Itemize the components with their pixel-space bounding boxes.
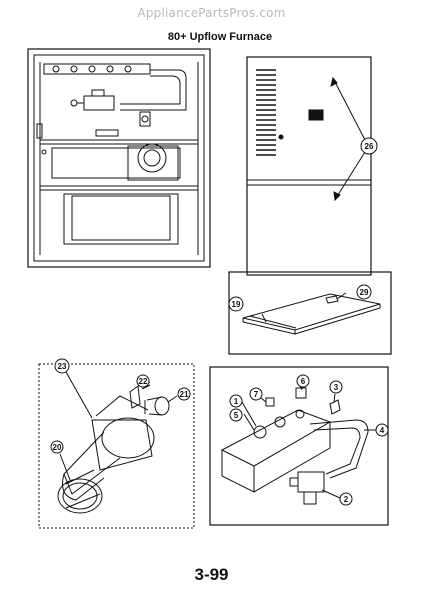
callout-circle-4: [375, 423, 389, 437]
callout-6: 6: [301, 377, 306, 386]
louver-vents: [256, 69, 276, 156]
callout-2: 2: [344, 495, 349, 504]
callout-20: 20: [53, 443, 62, 452]
callout-3: 3: [334, 383, 339, 392]
control-assembly-box: [209, 366, 389, 526]
callout-1: 1: [234, 397, 239, 406]
diagram-title: 80+ Upflow Furnace: [167, 31, 273, 43]
callout-5: 5: [234, 411, 239, 420]
callout-circle-2: [339, 492, 353, 506]
callout-circle-23: [54, 358, 70, 374]
callout-19: 19: [232, 300, 241, 309]
callout-circle-3: [329, 380, 343, 394]
callout-circle-6: [296, 374, 310, 388]
callout-26: 26: [365, 142, 374, 151]
site-watermark: AppliancePartsPros.com: [137, 6, 286, 20]
callout-7: 7: [254, 390, 259, 399]
furnace-cabinet-view: [246, 56, 372, 276]
callout-22: 22: [139, 377, 148, 386]
callout-circle-20: [50, 440, 64, 454]
blower-assembly-box: [38, 363, 195, 529]
callout-4: 4: [380, 426, 385, 435]
callout-circle-7: [249, 387, 263, 401]
callout-23: 23: [58, 362, 67, 371]
callout-circle-21: [177, 387, 191, 401]
callout-markers: [50, 137, 389, 506]
callout-29: 29: [360, 288, 369, 297]
callout-circle-22: [136, 374, 150, 388]
callout-21: 21: [180, 390, 189, 399]
furnace-interior-view: [27, 48, 211, 268]
callout-circle-29: [356, 284, 372, 300]
callout-circle-26: [360, 137, 378, 155]
callout-circle-5: [229, 408, 243, 422]
panel-detail-box: [228, 271, 392, 355]
callout-circle-19: [228, 296, 244, 312]
page-number: 3-99: [194, 565, 229, 584]
callout-circle-1: [229, 394, 243, 408]
